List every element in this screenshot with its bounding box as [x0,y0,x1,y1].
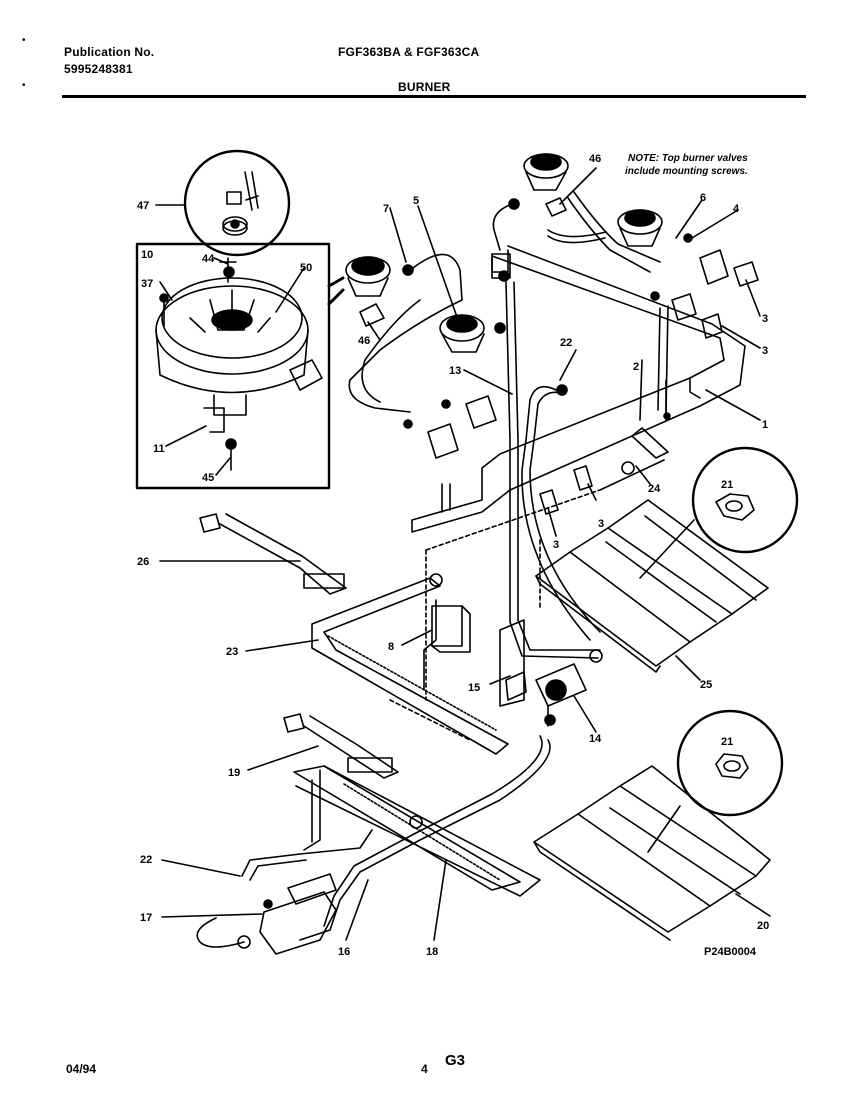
callout-6: 6 [700,192,706,204]
publication-label: Publication No. [64,45,155,59]
callout-47: 47 [137,200,149,212]
callout-20: 20 [757,920,769,932]
callout-23: 23 [226,646,238,658]
callout-7: 7 [383,203,389,215]
callout-2: 2 [633,361,639,373]
publication-number: 5995248381 [64,62,133,76]
callout-46: 46 [589,153,601,165]
header-rule [62,95,806,98]
bullet-mark: • [22,80,26,91]
model-numbers: FGF363BA & FGF363CA [338,45,480,59]
callout-19: 19 [228,767,240,779]
callout-37: 37 [141,278,153,290]
callout-10: 10 [141,249,153,261]
callout-21: 21 [721,479,733,491]
screw-detail-circle [183,149,291,257]
callout-1: 1 [762,419,768,431]
callout-14: 14 [589,733,602,745]
callout-44: 44 [202,253,215,265]
callout-16: 16 [338,946,350,958]
callout-13: 13 [449,365,461,377]
callout-22: 22 [140,854,152,866]
callout-3: 3 [598,518,604,530]
callout-3: 3 [553,539,559,551]
footer-page-number: 4 [421,1062,428,1076]
callout-50: 50 [300,262,312,274]
callout-3: 3 [762,313,768,325]
callout-11: 11 [153,443,165,455]
note-line-1: NOTE: Top burner valves [628,153,748,164]
callout-45: 45 [202,472,214,484]
callout-46: 46 [358,335,370,347]
callout-8: 8 [388,641,394,653]
callout-25: 25 [700,679,712,691]
callout-4: 4 [733,203,740,215]
callout-15: 15 [468,682,480,694]
callout-22: 22 [560,337,572,349]
callout-18: 18 [426,946,438,958]
footer-section-code: G3 [445,1052,466,1069]
bullet-mark: • [22,35,26,46]
callout-3: 3 [762,345,768,357]
callout-21: 21 [721,736,733,748]
footer-date: 04/94 [66,1062,97,1076]
callout-17: 17 [140,912,152,924]
callout-5: 5 [413,195,419,207]
figure-id: P24B0004 [704,946,757,958]
section-title: BURNER [398,80,451,94]
callout-24: 24 [648,483,661,495]
callout-26: 26 [137,556,149,568]
burner-detail-inset [135,242,331,490]
note-line-2: include mounting screws. [625,166,748,177]
